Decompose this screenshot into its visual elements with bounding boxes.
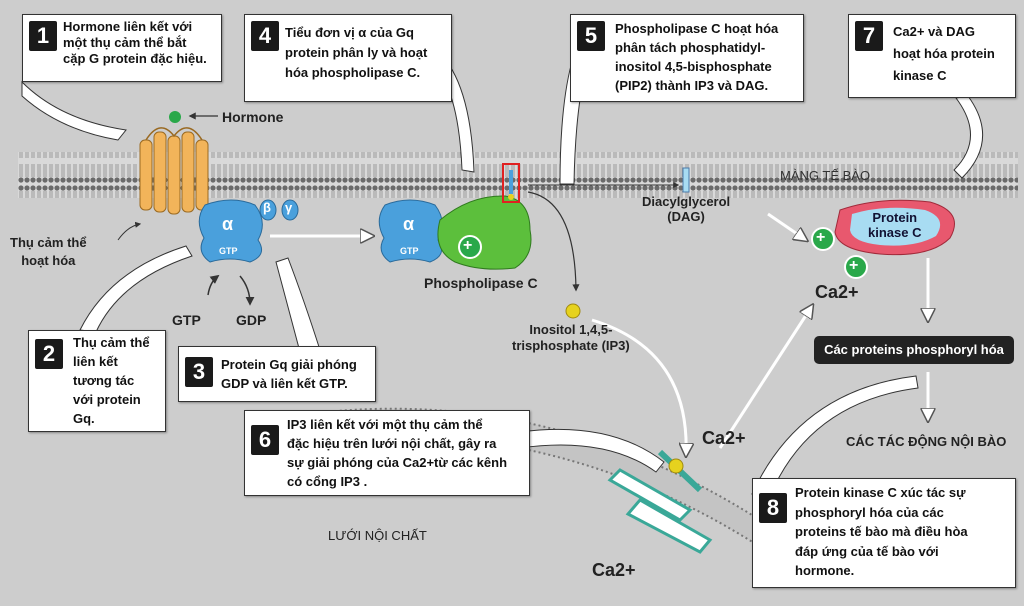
plus-sign: + [463,237,473,254]
gtp-label: GTP [172,312,201,328]
ca-label-pkc: Ca2+ [815,282,859,302]
alpha-label-right: α [403,214,415,234]
ca-label-er-top: Ca2+ [702,428,746,448]
ip3-release-arrow [527,191,580,292]
ca-release-arrow [718,306,812,449]
plus-icon [811,227,835,251]
phospholipase-c-label: Phospholipase C [424,275,538,291]
gamma-label: γ [285,200,293,215]
pip2-marker [502,163,520,203]
cell-effects-label: CÁC TÁC ĐỘNG NỘI BÀO [846,434,1007,449]
dag-label: Diacylglycerol(DAG) [642,194,731,224]
plus-sign: + [816,229,826,246]
receptor [139,127,209,215]
beta-label: β [263,200,271,215]
plus-icon [458,235,482,259]
plus-icon [844,255,868,279]
ip3-receptor-channel [607,449,713,554]
alpha-label-left: α [222,214,234,234]
plus-sign: + [849,257,859,274]
g-protein-alpha-right [378,199,443,263]
hormone-label: Hormone [222,109,284,125]
g-protein-alpha-left [198,199,263,263]
ca-label-er-bottom: Ca2+ [592,560,636,580]
gtp-small-right: GTP [400,246,419,256]
phospholipase-c-shape [437,195,532,270]
membrane-label: MÀNG TẾ BÀO [780,168,871,183]
phosphorylated-proteins-label: Các proteins phosphoryl hóa [814,336,1014,364]
ip3-label: Inositol 1,4,5-trisphosphate (IP3) [512,322,630,353]
dag-molecule [682,167,690,193]
gdp-label: GDP [236,312,267,328]
gtp-small-left: GTP [219,246,238,256]
er-label: LƯỚI NỘI CHẤT [328,528,427,543]
hormone-dot [169,111,181,123]
